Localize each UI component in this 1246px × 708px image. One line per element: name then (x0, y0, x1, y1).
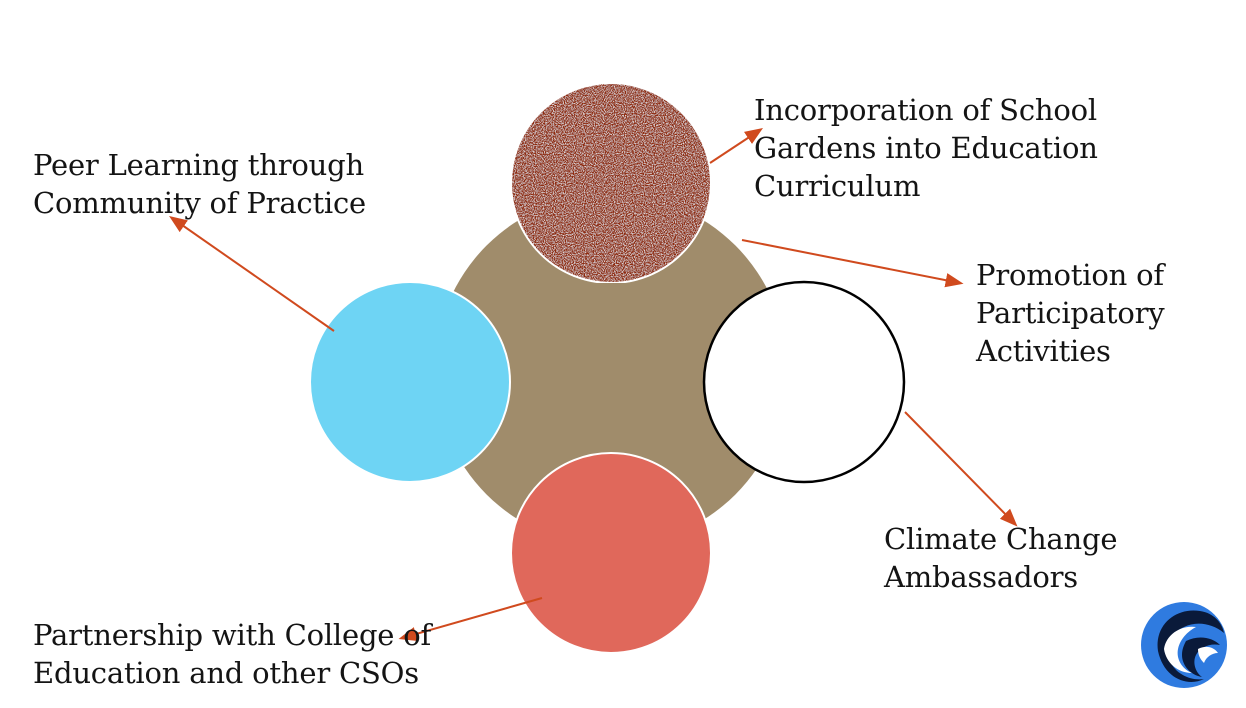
label-college-partnership: Partnership with College of Education an… (33, 618, 432, 690)
top-circle (510, 82, 712, 284)
arrow-top-right (709, 128, 764, 164)
arrow-bottom-right (904, 411, 1018, 527)
organization-logo-icon (1141, 602, 1227, 688)
arrow-bottom-left (398, 597, 543, 641)
left-circle (309, 281, 511, 483)
bottom-circle (510, 452, 712, 654)
label-school-gardens: Incorporation of School Gardens into Edu… (754, 93, 1098, 203)
arrow-top-left (169, 215, 335, 332)
right-circle (702, 280, 906, 484)
label-participatory-activities: Promotion of Participatory Activities (976, 258, 1165, 368)
label-peer-learning: Peer Learning through Community of Pract… (33, 148, 366, 220)
arrow-right (741, 239, 964, 288)
label-climate-ambassadors: Climate Change Ambassadors (884, 522, 1118, 594)
center-circle (435, 194, 787, 546)
